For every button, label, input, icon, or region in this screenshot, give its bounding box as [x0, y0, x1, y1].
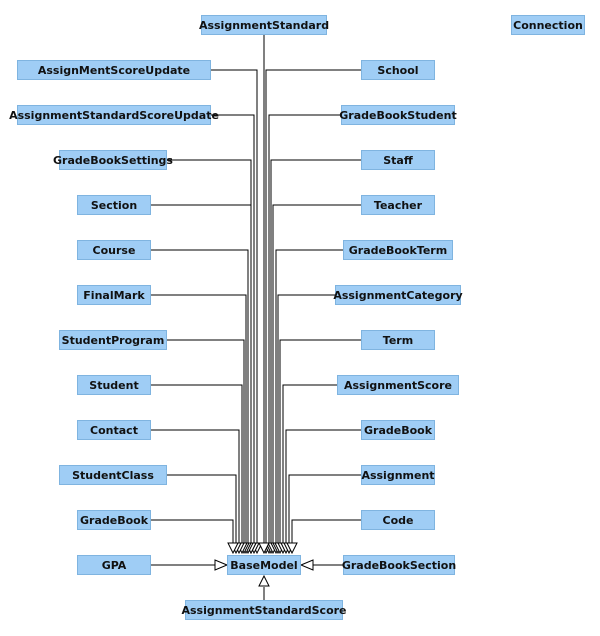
node-assignment-standard-score-update[interactable]: AssignmentStandardScoreUpdate: [9, 105, 219, 125]
node-assignment[interactable]: Assignment: [361, 465, 435, 485]
node-gradebook-term[interactable]: GradeBookTerm: [343, 240, 453, 260]
edge-line: [275, 249, 343, 543]
node-staff[interactable]: Staff: [361, 150, 435, 170]
node-connection[interactable]: Connection: [511, 15, 585, 35]
edge-line: [211, 114, 255, 543]
edge-line: [151, 249, 249, 543]
edge-line: [268, 114, 341, 543]
node-assignment-standard[interactable]: AssignmentStandard: [199, 15, 329, 35]
node-course[interactable]: Course: [77, 240, 151, 260]
node-assignment-standard-score[interactable]: AssignmentStandardScore: [182, 600, 347, 620]
edge-line: [272, 204, 361, 543]
node-teacher[interactable]: Teacher: [361, 195, 435, 215]
edge-line: [285, 429, 361, 543]
node-term[interactable]: Term: [361, 330, 435, 350]
edge-line: [167, 474, 237, 543]
edge-line: [211, 69, 258, 543]
edge-line: [291, 519, 361, 543]
node-section[interactable]: Section: [77, 195, 151, 215]
edge-line: [167, 159, 252, 543]
node-assignment-category[interactable]: AssignmentCategory: [333, 285, 463, 305]
node-student[interactable]: Student: [77, 375, 151, 395]
inheritance-arrowhead: [258, 542, 270, 555]
node-assignment-score[interactable]: AssignmentScore: [337, 375, 459, 395]
edge-line: [167, 339, 245, 543]
inheritance-arrowhead: [258, 574, 270, 587]
node-student-program[interactable]: StudentProgram: [59, 330, 167, 350]
node-code[interactable]: Code: [361, 510, 435, 530]
edge-line: [279, 339, 361, 543]
edge-line: [151, 204, 252, 543]
node-final-mark[interactable]: FinalMark: [77, 285, 151, 305]
inheritance-arrowhead: [227, 542, 239, 555]
node-school[interactable]: School: [361, 60, 435, 80]
node-gpa[interactable]: GPA: [77, 555, 151, 575]
node-gradebook-right[interactable]: GradeBook: [361, 420, 435, 440]
edge-line: [151, 294, 247, 543]
edge-line: [265, 69, 361, 543]
node-student-class[interactable]: StudentClass: [59, 465, 167, 485]
node-contact[interactable]: Contact: [77, 420, 151, 440]
edge-line: [151, 429, 240, 543]
edge-line: [151, 519, 234, 543]
edge-line: [270, 159, 361, 543]
edge-line: [288, 474, 361, 543]
edge-line: [282, 384, 337, 543]
inheritance-arrowhead: [299, 559, 314, 571]
node-assignment-score-update[interactable]: AssignMentScoreUpdate: [17, 60, 211, 80]
inheritance-arrowhead: [214, 559, 229, 571]
node-base-model[interactable]: BaseModel: [227, 555, 301, 575]
edge-line: [277, 294, 335, 543]
edge-line: [151, 384, 243, 543]
node-gradebook-settings[interactable]: GradeBookSettings: [53, 150, 173, 170]
inheritance-arrowhead: [286, 542, 298, 555]
node-gradebook-section[interactable]: GradeBookSection: [342, 555, 456, 575]
node-gradebook-student[interactable]: GradeBookStudent: [339, 105, 457, 125]
node-gradebook-left[interactable]: GradeBook: [77, 510, 151, 530]
